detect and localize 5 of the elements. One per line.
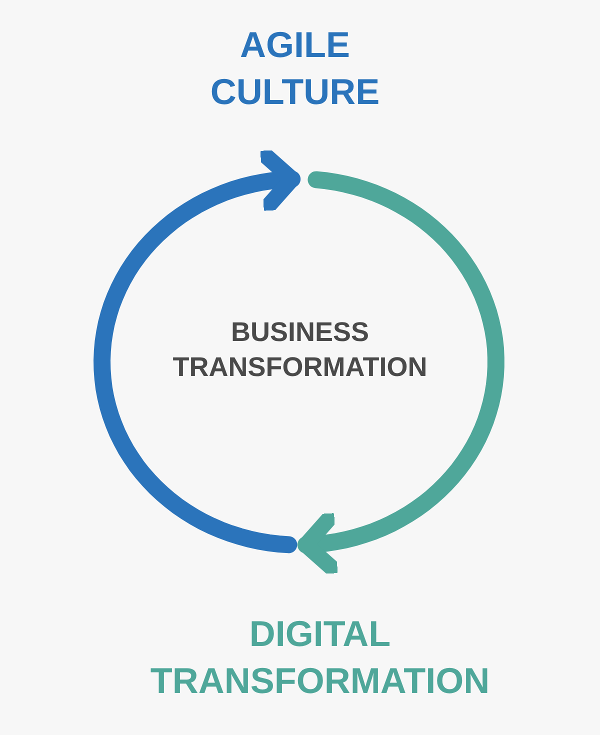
node-label: DIGITAL TRANSFORMATION xyxy=(149,612,491,704)
node-label: BUSINESS TRANSFORMATION xyxy=(172,316,428,384)
curved-arrow xyxy=(297,171,504,576)
curved-arrow xyxy=(94,148,301,554)
node-label: AGILE CULTURE xyxy=(209,23,381,114)
